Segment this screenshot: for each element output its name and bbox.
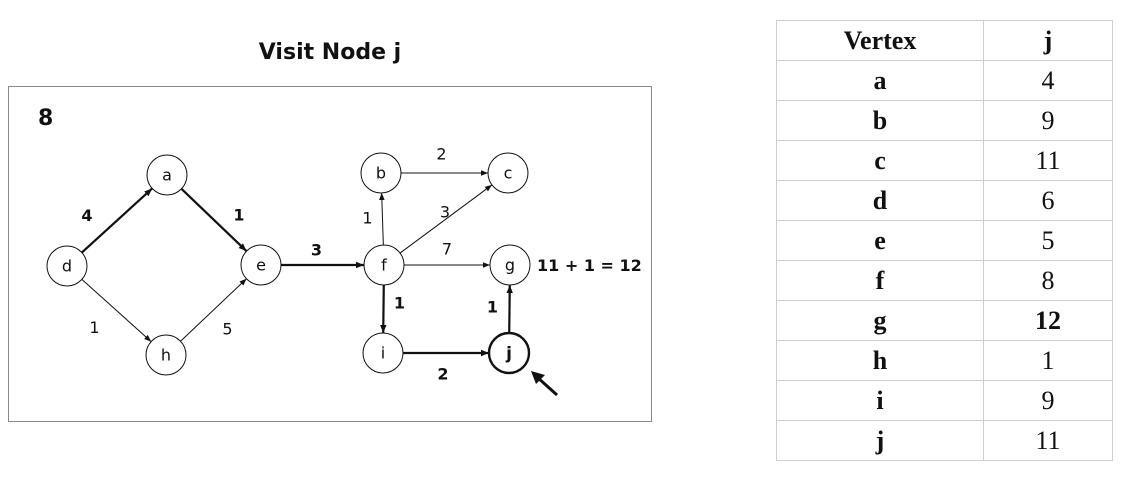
node-label-i: i — [381, 344, 385, 363]
vertex-cell: b — [776, 100, 984, 141]
page-title: Visit Node j — [258, 40, 402, 65]
vertex-cell: j — [776, 420, 984, 461]
distance-cell: 4 — [983, 60, 1113, 101]
distance-cell: 1 — [983, 340, 1113, 381]
column-header-vertex: Vertex — [776, 20, 984, 61]
edge-weight-f-i: 1 — [394, 294, 405, 313]
vertex-cell: d — [776, 180, 984, 221]
node-label-f: f — [381, 256, 387, 275]
edge-f-c — [399, 184, 493, 254]
distance-cell: 9 — [983, 100, 1113, 141]
step-number: 8 — [38, 106, 53, 131]
node-label-b: b — [376, 164, 386, 183]
vertex-cell: e — [776, 220, 984, 261]
edge-weight-i-j: 2 — [437, 365, 448, 384]
column-header-node: j — [983, 20, 1113, 61]
edge-d-h — [81, 278, 152, 343]
vertex-cell: c — [776, 140, 984, 181]
node-circle-a — [146, 154, 188, 196]
node-label-g: g — [505, 256, 515, 275]
node-circle-j — [487, 331, 531, 375]
node-label-c: c — [504, 164, 513, 183]
node-label-a: a — [162, 166, 172, 185]
edge-weight-b-c: 2 — [436, 145, 446, 164]
edge-h-e — [180, 278, 247, 342]
edge-weight-f-g: 7 — [442, 240, 452, 259]
node-circle-h — [145, 334, 187, 376]
node-d: d — [46, 245, 88, 287]
distance-cell: 6 — [983, 180, 1113, 221]
distance-cell: 11 — [983, 140, 1113, 181]
edge-weight-j-g: 1 — [487, 298, 498, 317]
edge-weight-f-b: 1 — [362, 209, 372, 228]
node-j: j — [487, 331, 531, 375]
edge-j-g — [506, 284, 513, 334]
node-i: i — [362, 332, 404, 374]
node-b: b — [360, 152, 402, 194]
node-e: e — [240, 244, 282, 286]
vertex-cell: f — [776, 260, 984, 301]
distance-cell: 5 — [983, 220, 1113, 261]
distance-cell: 11 — [983, 420, 1113, 461]
distance-annotation: 11 + 1 = 12 — [537, 256, 642, 275]
distance-cell: 8 — [983, 260, 1113, 301]
node-circle-i — [362, 332, 404, 374]
edge-d-a — [81, 187, 153, 254]
graph-panel: 4 1 1 5 3 1 2 3 7 1 2 1 a b c d e f g h i j 8 11 + 1 = 12 — [8, 86, 652, 422]
graph-diagram: 4 1 1 5 3 1 2 3 7 1 2 1 a b c d e f g h i j 8 11 + 1 = 12 — [38, 106, 642, 397]
distance-cell: 12 — [983, 300, 1113, 341]
node-a: a — [146, 154, 188, 196]
edge-weight-d-h: 1 — [89, 318, 99, 337]
edge-weight-f-c: 3 — [440, 203, 450, 222]
node-h: h — [145, 334, 187, 376]
table-header-row: Vertex j — [776, 20, 1113, 61]
edge-f-b — [379, 192, 385, 246]
node-g: g — [489, 244, 531, 286]
vertex-cell: g — [776, 300, 984, 341]
node-label-d: d — [62, 257, 72, 276]
node-circle-c — [487, 152, 529, 194]
vertex-cell: a — [776, 60, 984, 101]
node-label-h: h — [161, 346, 171, 365]
node-label-e: e — [256, 256, 266, 275]
edge-a-e — [180, 188, 248, 252]
node-circle-b — [360, 152, 402, 194]
vertex-cell: h — [776, 340, 984, 381]
edge-weight-a-e: 1 — [233, 206, 244, 225]
node-f: f — [363, 244, 405, 286]
edge-weight-h-e: 5 — [222, 320, 232, 339]
node-circle-f — [363, 244, 405, 286]
edge-weight-d-a: 4 — [81, 206, 92, 225]
vertex-cell: i — [776, 380, 984, 421]
node-label-j: j — [505, 344, 512, 364]
edge-f-i — [380, 284, 387, 334]
edge-weight-e-f: 3 — [311, 241, 322, 260]
node-c: c — [487, 152, 529, 194]
node-circle-e — [240, 244, 282, 286]
node-circle-d — [46, 245, 88, 287]
distance-cell: 9 — [983, 380, 1113, 421]
node-circle-g — [489, 244, 531, 286]
pointer-arrow-icon — [531, 371, 559, 397]
